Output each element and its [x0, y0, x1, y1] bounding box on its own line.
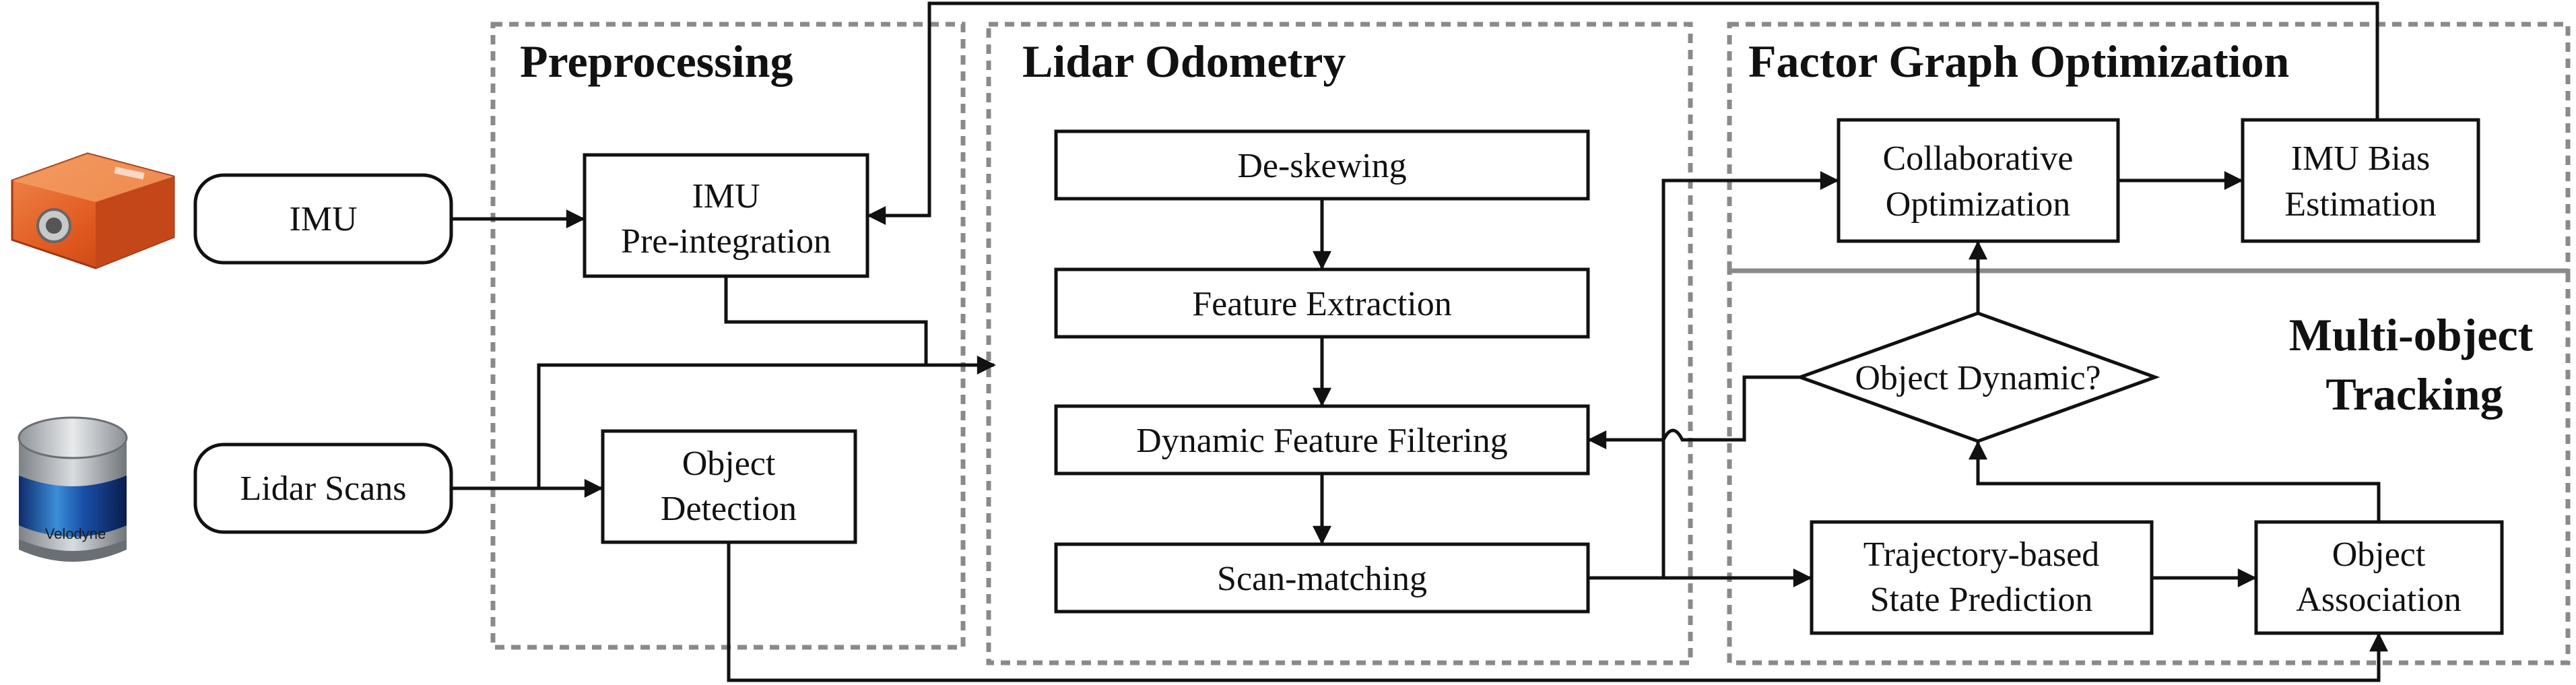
- svg-text:Pre-integration: Pre-integration: [621, 222, 831, 261]
- svg-text:Scan-matching: Scan-matching: [1217, 560, 1427, 598]
- edge-detection-to-association: [727, 542, 2388, 682]
- edge-bias-feedback: [867, 1, 2379, 225]
- svg-text:Object: Object: [682, 445, 776, 483]
- imu-bias-estimation-node: IMU Bias Estimation: [2241, 118, 2480, 243]
- svg-text:Collaborative: Collaborative: [1882, 139, 2073, 178]
- svg-text:Detection: Detection: [661, 490, 797, 528]
- lidar-odometry-title: Lidar Odometry: [1022, 36, 1346, 87]
- object-association-node: Object Association: [2254, 520, 2504, 635]
- edge-lidar-to-odometry: [537, 356, 996, 488]
- svg-text:Association: Association: [2296, 581, 2462, 619]
- svg-text:Object Dynamic?: Object Dynamic?: [1855, 359, 2101, 397]
- svg-text:Lidar Scans: Lidar Scans: [240, 469, 407, 508]
- edge-dynamic-to-filtering: [1587, 375, 1800, 449]
- svg-text:State Prediction: State Prediction: [1870, 581, 2093, 619]
- svg-text:Object: Object: [2332, 535, 2426, 574]
- scan-matching-node: Scan-matching: [1054, 542, 1590, 614]
- multi-object-tracking-title-line1: Multi-object: [2289, 309, 2534, 360]
- imu-device-image: [11, 152, 175, 269]
- multi-object-tracking-region: [1727, 268, 2571, 665]
- object-dynamic-decision-node: Object Dynamic?: [1795, 311, 2160, 443]
- svg-text:IMU: IMU: [289, 200, 357, 238]
- edge-scanmatch-to-collab: [1661, 171, 1839, 578]
- svg-text:IMU: IMU: [692, 177, 760, 216]
- svg-text:Dynamic Feature Filtering: Dynamic Feature Filtering: [1136, 422, 1508, 460]
- object-detection-node: Object Detection: [601, 429, 857, 544]
- factor-graph-title: Factor Graph Optimization: [1748, 36, 2289, 87]
- lidar-scans-input-node: Lidar Scans: [193, 443, 453, 534]
- dynamic-feature-filtering-node: Dynamic Feature Filtering: [1054, 404, 1590, 476]
- edge-preintegration-to-odometry: [724, 276, 928, 364]
- svg-text:Trajectory-based: Trajectory-based: [1863, 535, 2099, 574]
- lidar-device-image: Velodyne: [18, 416, 128, 562]
- preprocessing-title: Preprocessing: [520, 36, 793, 87]
- de-skewing-node: De-skewing: [1054, 129, 1590, 201]
- lidar-brand-label: Velodyne: [45, 525, 106, 542]
- svg-text:IMU Bias: IMU Bias: [2291, 139, 2431, 178]
- lidar-odometry-region: [986, 22, 1693, 665]
- svg-text:Estimation: Estimation: [2284, 185, 2436, 224]
- imu-input-node: IMU: [193, 173, 453, 265]
- trajectory-state-prediction-node: Trajectory-based State Prediction: [1810, 520, 2154, 635]
- svg-text:De-skewing: De-skewing: [1237, 147, 1406, 185]
- edge-association-to-dynamic: [1969, 441, 2381, 522]
- multi-object-tracking-title-line2: Tracking: [2325, 368, 2503, 420]
- collaborative-optimization-node: Collaborative Optimization: [1837, 118, 2120, 243]
- factor-graph-region: [1727, 22, 2571, 273]
- feature-extraction-node: Feature Extraction: [1054, 267, 1590, 339]
- imu-preintegration-node: IMU Pre-integration: [583, 153, 869, 278]
- svg-text:Optimization: Optimization: [1886, 185, 2070, 224]
- svg-text:Feature Extraction: Feature Extraction: [1192, 285, 1452, 323]
